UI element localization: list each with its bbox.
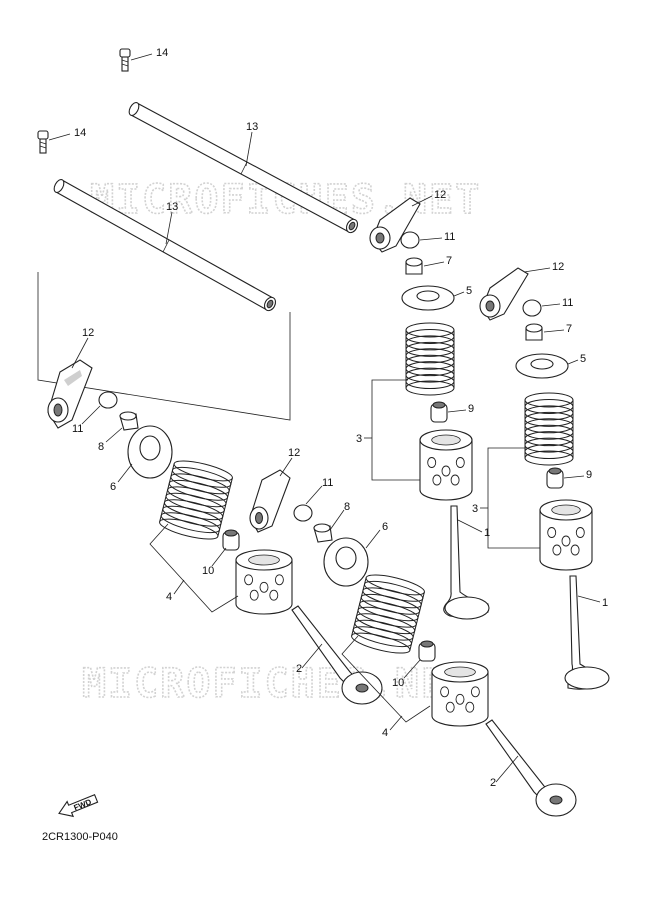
- exhaust-valve-lower: [485, 719, 577, 817]
- cotter-left: [119, 411, 139, 431]
- callout-12-upper-right: 12: [434, 189, 446, 201]
- callout-11-center: 11: [322, 477, 333, 489]
- rocker-shaft-upper: [128, 101, 359, 234]
- callout-6-left: 6: [110, 481, 116, 493]
- spring-seat-left: [235, 549, 293, 615]
- intake-valve-upper: [443, 505, 490, 620]
- callout-5-upper-right: 5: [466, 285, 472, 297]
- retainer-center: [323, 537, 369, 587]
- callout-7-right: 7: [566, 323, 572, 335]
- callout-9-upper-right: 9: [468, 403, 474, 415]
- callout-14-upper: 14: [156, 47, 168, 59]
- callout-11-right: 11: [562, 297, 573, 309]
- callout-12-center: 12: [288, 447, 300, 459]
- rocker-arm-center: [249, 469, 291, 533]
- callout-11-upper-right: 11: [444, 231, 455, 243]
- callout-13-lower: 13: [166, 201, 178, 213]
- callout-7-upper-right: 7: [446, 255, 452, 267]
- callout-11-left: 11: [72, 423, 83, 435]
- spring-seat-right: [539, 499, 593, 571]
- adjusting-pad-center: [293, 504, 313, 522]
- stem-seal-lower: [418, 640, 436, 662]
- callout-1-right: 1: [602, 597, 608, 609]
- valve-springs: [159, 322, 574, 654]
- stem-seal-right: [546, 467, 564, 489]
- bracket-3-right: [487, 447, 540, 549]
- shaft-bracket-line: [37, 272, 291, 421]
- retainer-right: [515, 353, 569, 379]
- rocker-shaft-lower: [53, 178, 277, 312]
- bracket-4-lower: [341, 635, 431, 723]
- bolt-lower: [37, 130, 49, 154]
- stem-seal-center: [222, 529, 240, 551]
- leader-lines: [48, 53, 601, 783]
- callout-4-left: 4: [166, 591, 172, 603]
- spring-upper-right: [405, 322, 455, 396]
- callout-9-right: 9: [586, 469, 592, 481]
- spring-lower: [351, 574, 425, 654]
- callout-3-right: 3: [472, 503, 478, 515]
- callout-14-lower: 14: [74, 127, 86, 139]
- watermark-bottom: MICROFICHES.NET: [82, 661, 473, 707]
- adjusting-pad-upper-right: [400, 231, 420, 249]
- spring-seats: [235, 429, 593, 727]
- retainer-upper-right: [401, 285, 455, 311]
- spring-seat-upper-right: [419, 429, 473, 501]
- callout-3-upper: 3: [356, 433, 362, 445]
- callout-2-center: 2: [296, 663, 302, 675]
- callout-5-right: 5: [580, 353, 586, 365]
- exhaust-valve-center: [291, 605, 383, 705]
- diagram-code: 2CR1300-P040: [42, 831, 118, 843]
- bolt-upper: [119, 48, 131, 72]
- callout-12-right: 12: [552, 261, 564, 273]
- callout-12-left: 12: [82, 327, 94, 339]
- cotter-center: [313, 523, 333, 543]
- rocker-arm-upper-right: [369, 197, 421, 253]
- callout-10-lower: 10: [392, 677, 404, 689]
- callout-13-upper: 13: [246, 121, 258, 133]
- bracket-4-left: [149, 523, 239, 613]
- intake-valve-right: [564, 575, 610, 690]
- rocker-arm-right: [479, 267, 529, 321]
- retainer-left: [127, 425, 173, 479]
- callout-8-center: 8: [344, 501, 350, 513]
- callout-1-upper: 1: [484, 527, 490, 539]
- callout-10-center: 10: [202, 565, 214, 577]
- rocker-arm-left: [47, 359, 93, 429]
- callout-4-lower: 4: [382, 727, 388, 739]
- callout-8-left: 8: [98, 441, 104, 453]
- adjusting-pad-right: [522, 299, 542, 317]
- callout-2-lower: 2: [490, 777, 496, 789]
- cotter-right: [525, 323, 543, 341]
- callout-labels: 14 14 13 13 12 12 12 12 11 11 11 11 7 7 …: [72, 47, 608, 789]
- spring-right: [524, 392, 574, 466]
- cotter-upper-right: [405, 257, 423, 275]
- adjusting-pad-left: [98, 391, 118, 409]
- callout-6-center: 6: [382, 521, 388, 533]
- stem-seal-upper-right: [430, 401, 448, 423]
- spring-left: [159, 460, 233, 540]
- bracket-3-upper: [371, 379, 420, 481]
- fwd-label: FWD: [73, 797, 93, 812]
- spring-seat-lower: [431, 661, 489, 727]
- fwd-arrow-icon: FWD: [58, 794, 99, 818]
